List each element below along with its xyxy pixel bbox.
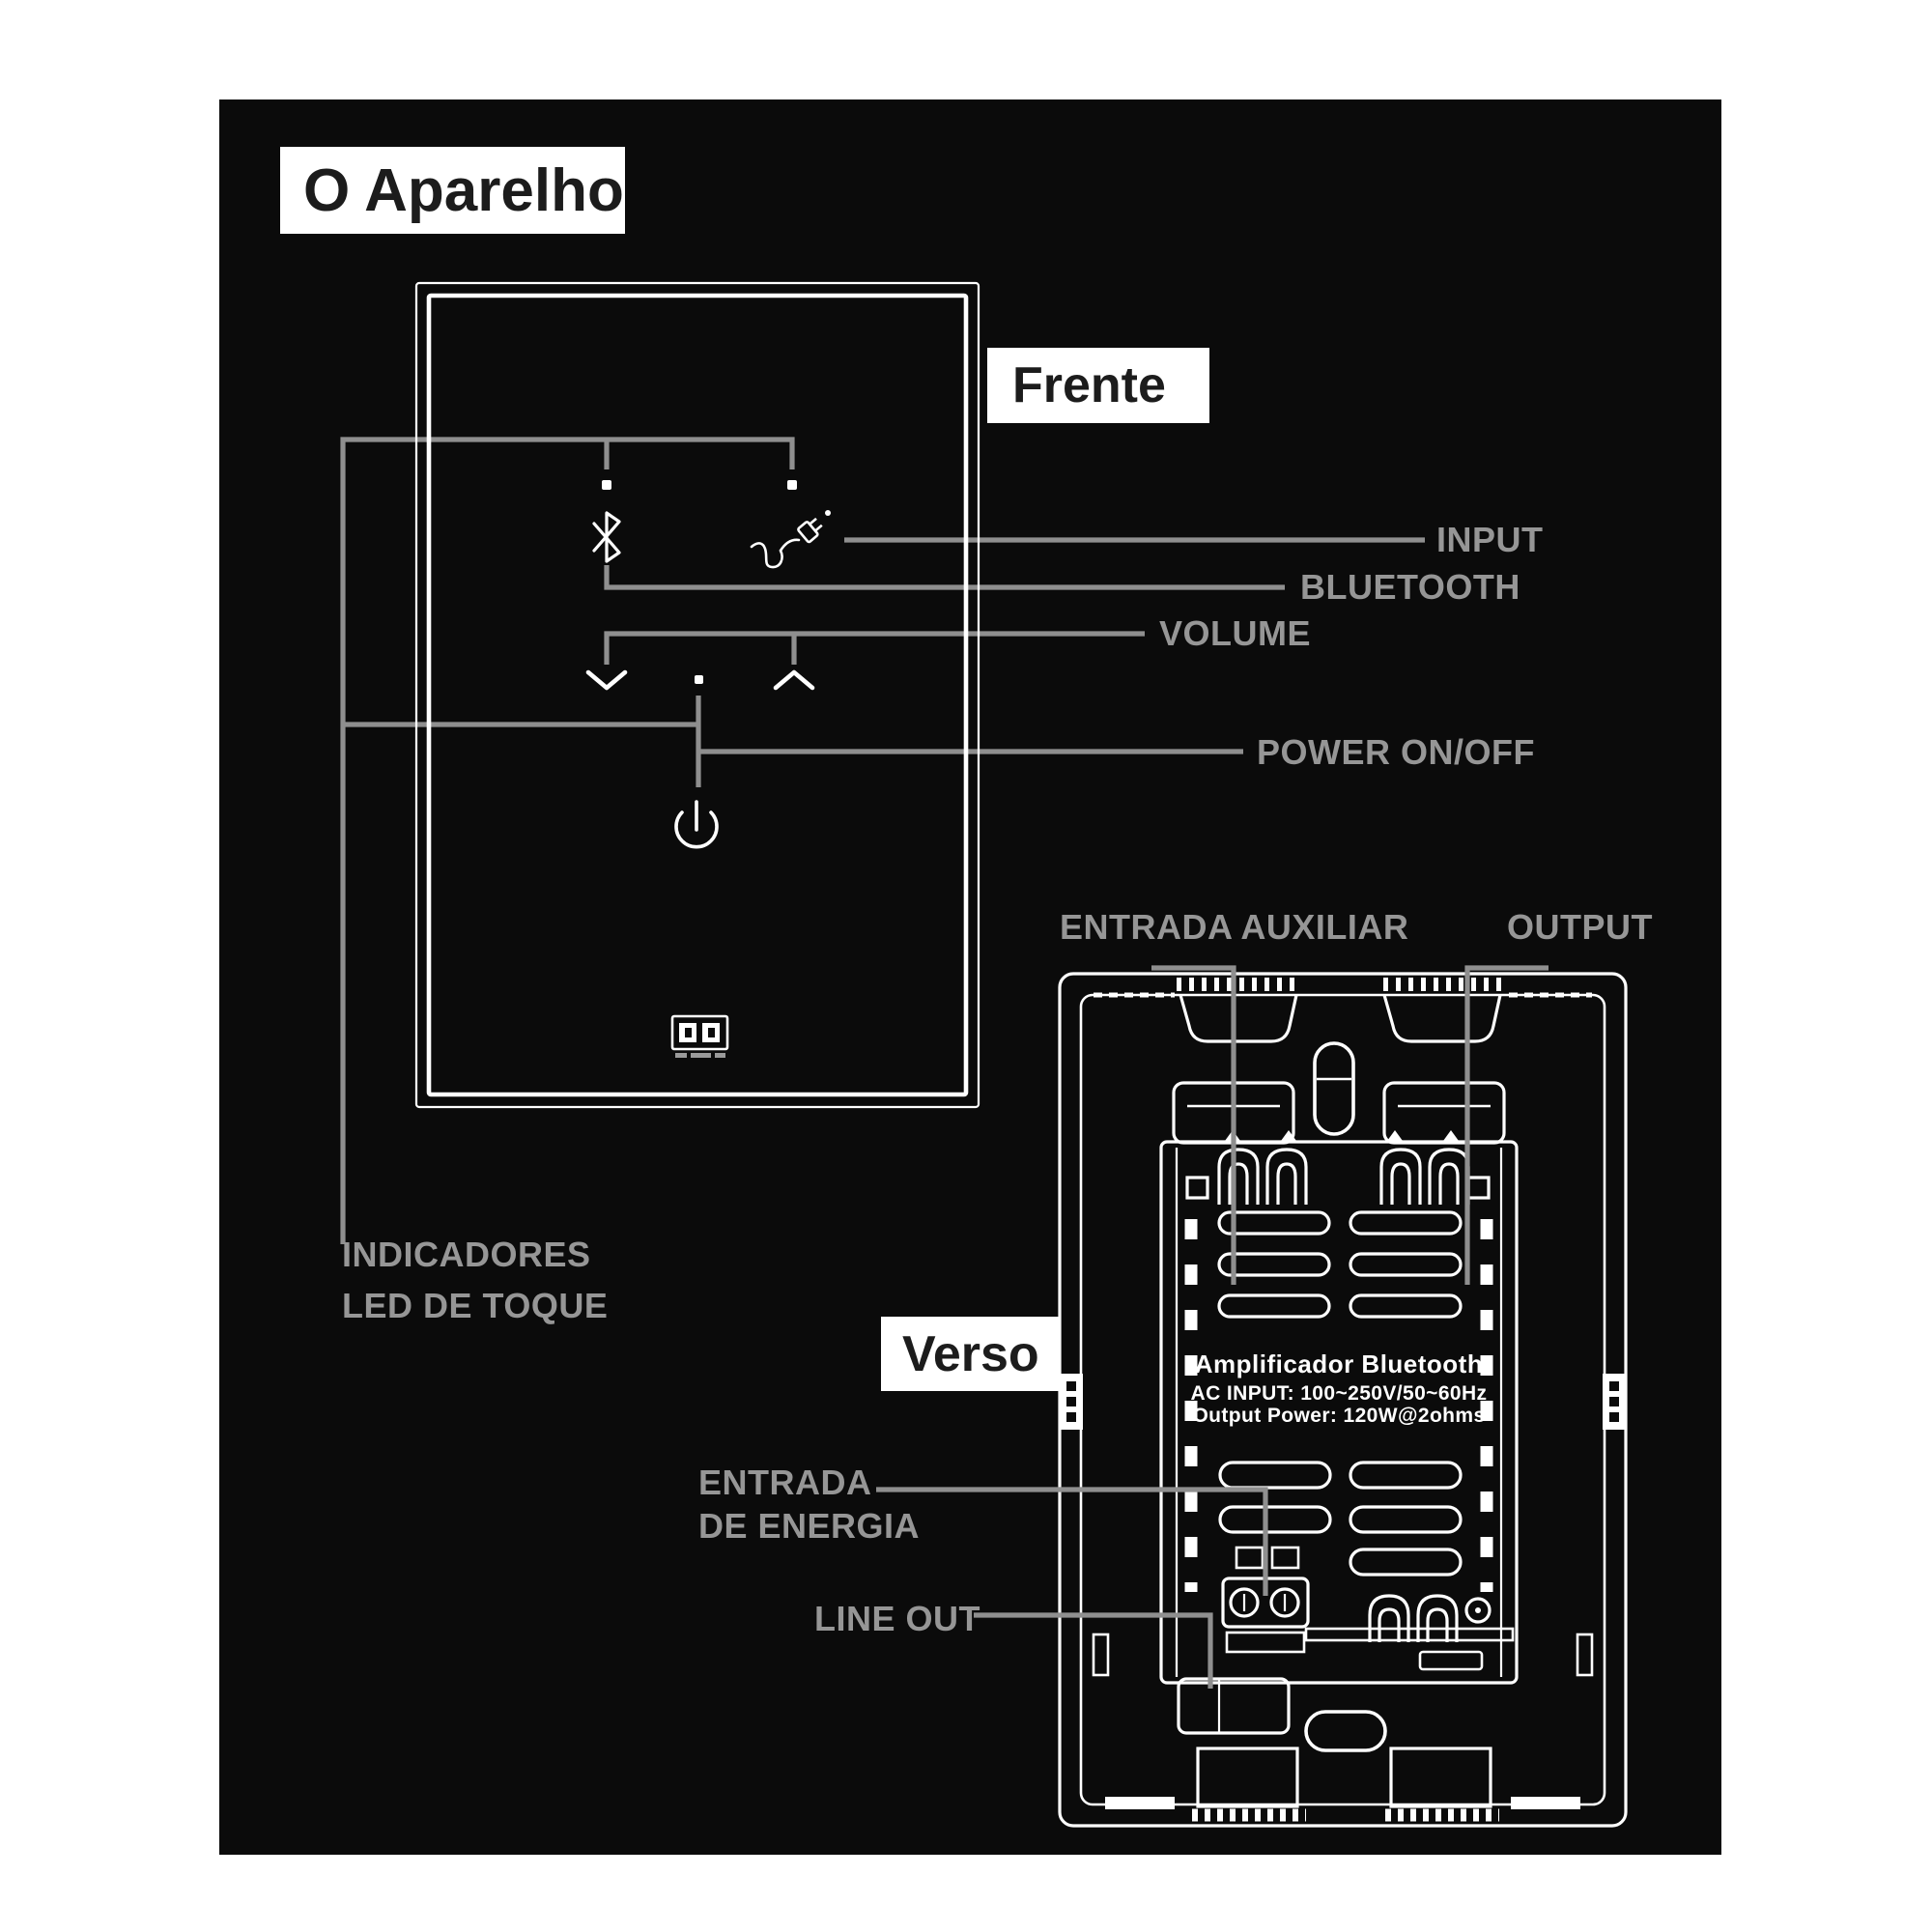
callout-power-input-line1: ENTRADA bbox=[698, 1463, 872, 1502]
bottom-strip-left bbox=[1105, 1797, 1175, 1809]
brand-logo-slit-right bbox=[708, 1028, 715, 1037]
line-out-screw bbox=[1464, 1597, 1492, 1624]
power-icon-arc bbox=[674, 810, 719, 849]
power-icon bbox=[674, 800, 719, 849]
input-plug-prong2 bbox=[814, 524, 823, 532]
output-terminal-clamps bbox=[1379, 1148, 1470, 1205]
bluetooth-icon bbox=[592, 511, 621, 563]
indicator-bracket-line bbox=[340, 437, 795, 1244]
center-pill-cutout bbox=[1313, 1041, 1355, 1136]
lower-left-bracket bbox=[1177, 1677, 1291, 1735]
input-icon bbox=[750, 510, 831, 569]
module-bracket-right bbox=[1382, 1081, 1506, 1145]
back-plate-spec2: Output Power: 120W@2ohms bbox=[1192, 1405, 1485, 1427]
input-plug-tip-dot bbox=[825, 510, 831, 516]
page-title: O Aparelho bbox=[280, 147, 625, 234]
inner-corner-mark-right bbox=[1576, 1633, 1594, 1677]
callout-touch-led-line1: INDICADORES bbox=[342, 1235, 591, 1274]
terminal-tab-right bbox=[1270, 1546, 1300, 1570]
power-led-dot bbox=[695, 675, 703, 684]
mounting-tab-left bbox=[1060, 1374, 1083, 1430]
bottom-pill-cutout bbox=[1304, 1710, 1387, 1752]
input-led-dot bbox=[787, 480, 797, 490]
input-plug-body bbox=[797, 521, 819, 544]
output-recess bbox=[1382, 994, 1502, 1043]
bottom-strip-right bbox=[1511, 1797, 1580, 1809]
bluetooth-callout-line bbox=[604, 565, 1285, 590]
front-panel bbox=[414, 281, 980, 1109]
volume-callout-line bbox=[604, 631, 1145, 665]
callout-output: OUTPUT bbox=[1507, 907, 1653, 947]
callout-touch-led-line2: LED DE TOQUE bbox=[342, 1286, 609, 1325]
back-panel: Amplificador Bluetooth AC INPUT: 100~250… bbox=[1058, 972, 1628, 1828]
front-view-label-text: Frente bbox=[1012, 357, 1166, 413]
back-plate-spec1: AC INPUT: 100~250V/50~60Hz bbox=[1191, 1382, 1488, 1405]
input-plug bbox=[797, 517, 823, 544]
back-callout-lines bbox=[876, 965, 1548, 1689]
pcb-mark2 bbox=[1281, 1130, 1296, 1141]
input-plug-prong1 bbox=[809, 517, 817, 526]
volume-up-icon bbox=[773, 669, 815, 691]
aux-terminal-clamps bbox=[1217, 1148, 1308, 1205]
front-panel-outer-edge bbox=[414, 281, 980, 1109]
callout-line-out: LINE OUT bbox=[814, 1599, 980, 1638]
callout-power-input: ENTRADA DE ENERGIA bbox=[698, 1461, 920, 1548]
front-callout-lines bbox=[340, 437, 1425, 1244]
bottom-square-left bbox=[1196, 1747, 1299, 1808]
brand-logo-text-mark2 bbox=[691, 1053, 711, 1058]
inner-corner-mark-left bbox=[1092, 1633, 1110, 1677]
volume-down-icon bbox=[585, 669, 628, 691]
line-out-small-block bbox=[1418, 1650, 1484, 1671]
page-title-text: O Aparelho bbox=[303, 156, 624, 224]
back-plate-title: Amplificador Bluetooth bbox=[1195, 1350, 1483, 1378]
mounting-tab-right bbox=[1603, 1374, 1626, 1430]
screw-hole-right bbox=[1466, 1176, 1491, 1200]
input-cable-squiggle bbox=[750, 538, 801, 569]
brand-logo bbox=[670, 1014, 729, 1058]
screw-hole-left bbox=[1185, 1176, 1209, 1200]
aux-recess bbox=[1179, 994, 1298, 1043]
brand-logo-text-mark3 bbox=[715, 1053, 725, 1058]
brand-logo-frame bbox=[670, 1014, 729, 1051]
brand-logo-slit-left bbox=[685, 1028, 692, 1037]
callout-input: INPUT bbox=[1436, 520, 1544, 559]
bottom-square-right bbox=[1389, 1747, 1492, 1808]
upper-vent-slots bbox=[1217, 1210, 1463, 1319]
power-input-callout-line bbox=[876, 1487, 1268, 1596]
lower-vent-slots bbox=[1218, 1461, 1463, 1577]
pcb-mark3 bbox=[1387, 1130, 1403, 1141]
front-panel-inner-edge bbox=[426, 293, 969, 1097]
diagram-background bbox=[219, 99, 1721, 1855]
callout-bluetooth: BLUETOOTH bbox=[1300, 567, 1520, 607]
callout-power: POWER ON/OFF bbox=[1257, 732, 1535, 772]
front-view-label: Frente bbox=[987, 348, 1209, 423]
line-out-connectors bbox=[1368, 1594, 1492, 1671]
callout-volume: VOLUME bbox=[1159, 613, 1312, 653]
back-view-label-text: Verso bbox=[902, 1325, 1039, 1382]
callout-aux-input: ENTRADA AUXILIAR bbox=[1060, 907, 1409, 947]
callout-touch-led-indicators: INDICADORES LED DE TOQUE bbox=[342, 1229, 608, 1331]
terminal-base bbox=[1225, 1631, 1306, 1654]
terminal-screw-right bbox=[1269, 1587, 1300, 1618]
callout-power-input-line2: DE ENERGIA bbox=[698, 1506, 921, 1546]
bluetooth-led-dot bbox=[602, 480, 611, 490]
amplifier-module bbox=[1159, 1140, 1519, 1685]
aux-callout-line bbox=[1151, 965, 1236, 1285]
brand-logo-text-mark1 bbox=[675, 1053, 687, 1058]
back-view-label: Verso bbox=[881, 1317, 1060, 1391]
terminal-screw-left bbox=[1229, 1587, 1260, 1618]
pcb-mark4 bbox=[1443, 1130, 1459, 1141]
terminal-tab-left bbox=[1235, 1546, 1264, 1570]
output-callout-line bbox=[1464, 965, 1548, 1285]
line-out-callout-line bbox=[974, 1612, 1213, 1689]
